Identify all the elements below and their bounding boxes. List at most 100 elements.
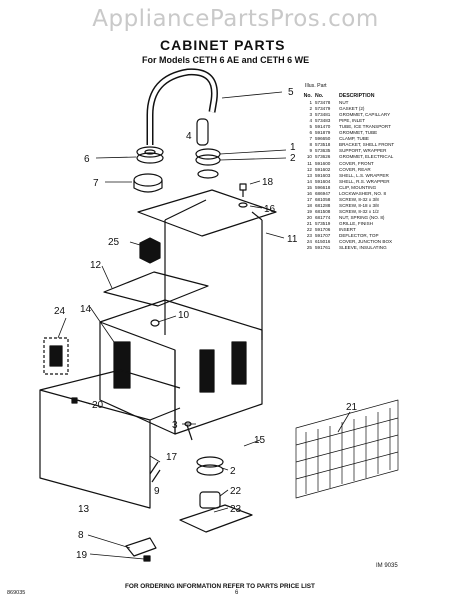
electrical-grommet <box>150 319 160 327</box>
part-number: 591707 <box>315 233 331 239</box>
callout-24: 24 <box>54 306 66 317</box>
callout-17: 17 <box>166 452 178 463</box>
part-number: 615016 <box>315 239 331 245</box>
part-illus-no: 15 <box>306 184 312 190</box>
part-illus-no: 12 <box>306 166 312 172</box>
part-number: 681508 <box>315 208 331 214</box>
base-deflector <box>179 456 253 533</box>
part-number: 591470 <box>315 124 331 130</box>
part-description: GASKET (2) <box>339 106 365 112</box>
callout-3: 3 <box>172 420 178 431</box>
front-cover <box>137 189 277 237</box>
callout-4: 4 <box>186 131 192 142</box>
part-illus-no: 9 <box>309 148 312 154</box>
part-description: SUPPORT, WRAPPER <box>339 148 387 154</box>
part-description: CLIP, MOUNTING <box>339 184 377 190</box>
tube-clamp <box>133 173 163 193</box>
callouts: 5 1 2 6 7 18 16 11 25 12 14 10 24 20 21 … <box>54 87 358 561</box>
parts-header-illus: Illus. Part <box>305 83 327 89</box>
callout-13: 13 <box>78 504 90 515</box>
junction-box-cover <box>43 337 69 375</box>
illustration-code: IM 9035 <box>376 563 398 569</box>
part-number: 591604 <box>315 178 331 184</box>
part-illus-no: 24 <box>306 239 312 245</box>
part-number: 681058 <box>315 196 331 202</box>
inlet-pipe <box>196 118 209 146</box>
part-illus-no: 16 <box>306 190 312 196</box>
part-description: NUT, SPRING (NO. 8) <box>339 214 385 220</box>
shell-front-bracket <box>125 537 157 562</box>
rear-cover <box>103 271 209 307</box>
part-illus-no: 3 <box>309 112 312 118</box>
part-number: 573481 <box>315 112 331 118</box>
callout-10: 10 <box>178 310 190 321</box>
part-description: BRACKET, SHELL FRONT <box>339 142 395 148</box>
part-number: 573483 <box>315 118 331 124</box>
part-illus-no: 10 <box>306 154 312 160</box>
document-number: 869035 <box>7 590 26 596</box>
tube-grommet <box>136 146 164 164</box>
callout-1: 1 <box>290 142 296 153</box>
cabinet-body <box>164 199 263 340</box>
nut-gasket <box>195 148 221 179</box>
callout-7: 7 <box>93 178 99 189</box>
spring-nut <box>71 397 78 404</box>
callout-9: 9 <box>154 486 160 497</box>
part-number: 681288 <box>315 202 331 208</box>
part-description: SLEEVE, INSULATING <box>339 245 387 251</box>
part-illus-no: 11 <box>307 160 312 166</box>
callout-12: 12 <box>90 260 102 271</box>
callout-23: 23 <box>230 504 242 515</box>
part-description: CLAMP, TUBE <box>339 136 369 142</box>
part-number: 591602 <box>315 166 331 172</box>
part-description: GROMMET, CAPILLARY <box>339 112 391 118</box>
part-description: DEFLECTOR, TOP <box>339 233 379 239</box>
part-number: 686947 <box>315 190 331 196</box>
callout-2: 2 <box>290 153 296 164</box>
part-description: SHELL, L.S. WRAPPER <box>339 172 389 178</box>
part-illus-no: 17 <box>306 196 312 202</box>
page-subtitle: For Models CETH 6 AE and CETH 6 WE <box>142 55 310 65</box>
part-illus-no: 22 <box>306 227 312 233</box>
callout-21: 21 <box>346 402 358 413</box>
part-illus-no: 7 <box>309 136 312 142</box>
top-screws <box>238 183 248 208</box>
part-number: 573518 <box>315 142 331 148</box>
leader-lines <box>57 91 351 560</box>
callout-20: 20 <box>92 400 104 411</box>
part-number: 573626 <box>315 154 331 160</box>
part-number: 573478 <box>315 100 331 106</box>
part-number: 591761 <box>315 245 331 251</box>
callout-15: 15 <box>254 435 266 446</box>
part-illus-no: 20 <box>306 214 312 220</box>
support-screws <box>149 461 161 483</box>
part-illus-no: 14 <box>306 178 312 184</box>
insulating-sleeve <box>139 237 161 264</box>
part-illus-no: 2 <box>309 106 312 112</box>
part-number: 591600 <box>315 160 331 166</box>
part-description: GROMMET, ELECTRICAL <box>339 154 394 160</box>
part-illus-no: 6 <box>309 130 312 136</box>
callout-2b: 2 <box>230 466 236 477</box>
callout-6: 6 <box>84 154 90 165</box>
ice-transport-tube <box>146 68 218 145</box>
part-description: COVER, JUNCTION BOX <box>339 239 393 245</box>
part-illus-no: 19 <box>306 208 312 214</box>
part-number: 573479 <box>315 106 331 112</box>
